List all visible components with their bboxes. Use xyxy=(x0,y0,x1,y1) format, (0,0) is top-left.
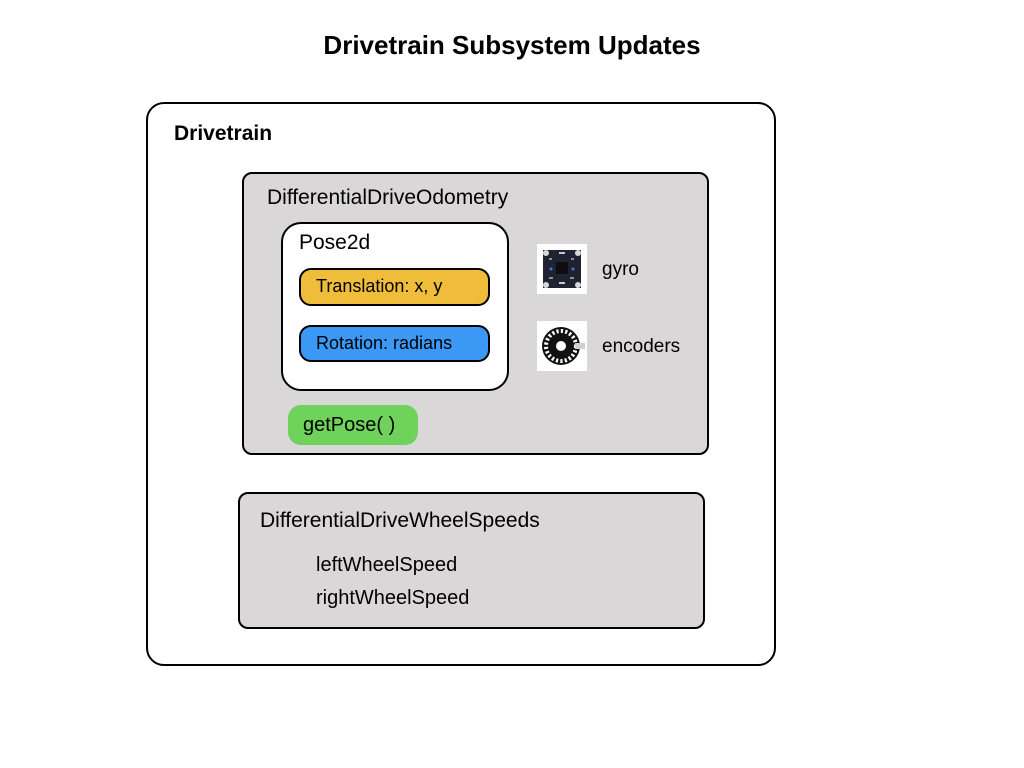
left-wheel-speed-field: leftWheelSpeed xyxy=(316,554,458,576)
diagram-title: Drivetrain Subsystem Updates xyxy=(323,30,701,60)
encoders-label: encoders xyxy=(602,336,681,357)
drivetrain-label: Drivetrain xyxy=(174,122,273,145)
wheel-speeds-label: DifferentialDriveWheelSpeeds xyxy=(260,509,540,532)
right-wheel-speed-field: rightWheelSpeed xyxy=(316,587,470,609)
get-pose-method: getPose( ) xyxy=(288,405,418,445)
wheel-speeds-container: DifferentialDriveWheelSpeeds leftWheelSp… xyxy=(238,492,705,629)
rotation-pill: Rotation: radians xyxy=(299,325,490,362)
encoder-wheel-icon xyxy=(537,321,587,371)
pose2d-container: Pose2d xyxy=(281,222,509,391)
gyro-board-icon xyxy=(537,244,587,294)
pose2d-label: Pose2d xyxy=(299,231,371,254)
odometry-label: DifferentialDriveOdometry xyxy=(267,186,509,209)
translation-pill: Translation: x, y xyxy=(299,268,490,306)
gyro-label: gyro xyxy=(602,259,639,280)
